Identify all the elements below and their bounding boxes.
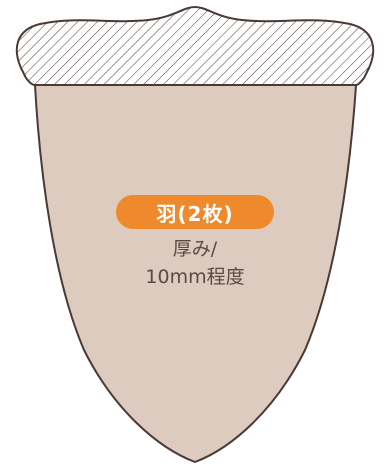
wing-body [34, 84, 357, 463]
thickness-label-line2: 10mm程度 [145, 266, 245, 288]
part-name-label: 羽(2枚) [156, 201, 234, 226]
thickness-label-line1: 厚み/ [172, 238, 218, 260]
part-name-badge: 羽(2枚) [116, 195, 274, 229]
hatched-top-section [15, 6, 375, 86]
